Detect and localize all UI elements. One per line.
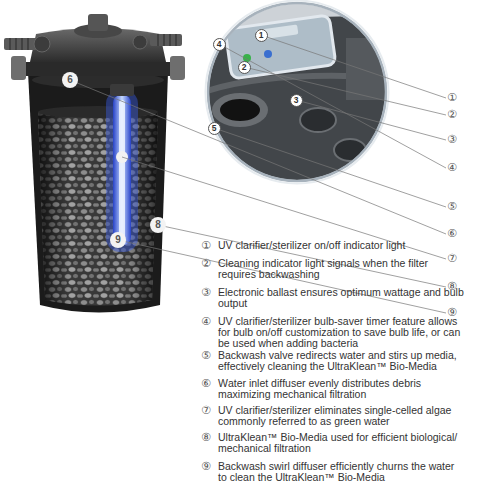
callout-number: 2: [242, 63, 247, 72]
leader-line: [219, 44, 446, 168]
callout-circle: 6: [62, 72, 78, 88]
part-description: UV clarifier/sterilizer on/off indicator…: [218, 240, 464, 251]
ballast-knob: [300, 108, 336, 132]
leader-line: [296, 100, 446, 140]
callout-circle: 3: [290, 94, 303, 107]
top-fitting: [88, 14, 108, 31]
callout-number: ①: [447, 91, 465, 104]
leader-line: [70, 80, 446, 234]
part-description: Backwash valve redirects water and stirs…: [218, 350, 464, 372]
callout-number: ⑧: [201, 431, 217, 444]
media-top: [38, 106, 158, 118]
backwash-valve: [212, 93, 268, 127]
callout-number: ⑦: [447, 252, 465, 265]
uv-bulb: [119, 100, 125, 240]
part-description: Cleaning indicator light signals when th…: [218, 258, 464, 280]
callout-number: ⑤: [201, 349, 217, 362]
callout-number: 9: [115, 235, 121, 245]
callout-number: 8: [155, 220, 161, 230]
panel-logo-plate: [255, 24, 298, 40]
leader-line: [261, 35, 446, 98]
part-description: Backwash swirl diffuser efficiently chur…: [218, 461, 464, 483]
indicator-light: [264, 50, 272, 58]
media-shading: [38, 112, 158, 306]
callout-circle-outline: [290, 94, 302, 106]
callout-number: ④: [201, 315, 217, 328]
hose-barb: [150, 34, 182, 46]
uv-cap: [110, 84, 134, 96]
part-description: UV clarifier/sterilizer eliminates singl…: [218, 405, 464, 427]
callout-circle-outline: [150, 217, 166, 233]
part-description: Water inlet diffuser evenly distributes …: [218, 378, 464, 400]
callout-circle-outline: [62, 72, 78, 88]
valve-opening: [220, 99, 260, 121]
callout-number: ⑤: [447, 200, 465, 213]
callout-number: 3: [294, 96, 299, 105]
callout-circle: 1: [255, 29, 268, 42]
callout-number: 1: [259, 31, 264, 40]
callout-circle: 9: [110, 232, 126, 248]
part-description: UltraKlean™ Bio-Media used for efficient…: [218, 432, 464, 454]
callout-number: 4: [217, 40, 222, 49]
barb-ribs: [158, 34, 176, 46]
inset-border: [208, 3, 386, 181]
bio-media: [38, 112, 158, 306]
callout-circle-outline: [208, 122, 220, 134]
callout-number: 5: [212, 124, 217, 133]
callout-circle-outline: [255, 29, 267, 41]
lid-rim: [18, 62, 178, 76]
callout-circle: 5: [208, 122, 221, 135]
callout-number: 6: [67, 75, 73, 85]
callout-circle-outline: [238, 61, 250, 73]
part-description: Electronic ballast ensures optimum watta…: [218, 287, 464, 309]
uv-glow: [106, 90, 138, 252]
callout-number: ⑨: [201, 460, 217, 473]
barb-ribs: [10, 38, 28, 50]
callout-number: ⑥: [201, 377, 217, 390]
callout-number: ⑥: [447, 227, 465, 240]
canister-body: [28, 72, 168, 313]
callout-circle: 8: [150, 217, 166, 233]
callout-circle: 2: [238, 61, 251, 74]
control-panel: [225, 15, 336, 79]
callout-number: ①: [201, 239, 217, 252]
callout-number: ⑦: [201, 404, 217, 417]
leader-line: [214, 128, 446, 207]
callout-number: ③: [447, 133, 465, 146]
callout-number: ②: [447, 108, 465, 121]
callout-circle-outline: [213, 38, 225, 50]
uv-tube: [113, 95, 131, 245]
inlet-port: [34, 36, 50, 52]
callout-circle: 4: [213, 38, 226, 51]
callout-number: ③: [201, 286, 217, 299]
callout-number: ②: [201, 257, 217, 270]
outlet-port: [133, 35, 147, 49]
lid-clip: [11, 56, 26, 80]
lid-clip: [170, 56, 185, 80]
callout-number: ④: [447, 161, 465, 174]
part-description: UV clarifier/sterilizer bulb-saver timer…: [218, 316, 464, 349]
callout-circle-outline: [110, 232, 126, 248]
